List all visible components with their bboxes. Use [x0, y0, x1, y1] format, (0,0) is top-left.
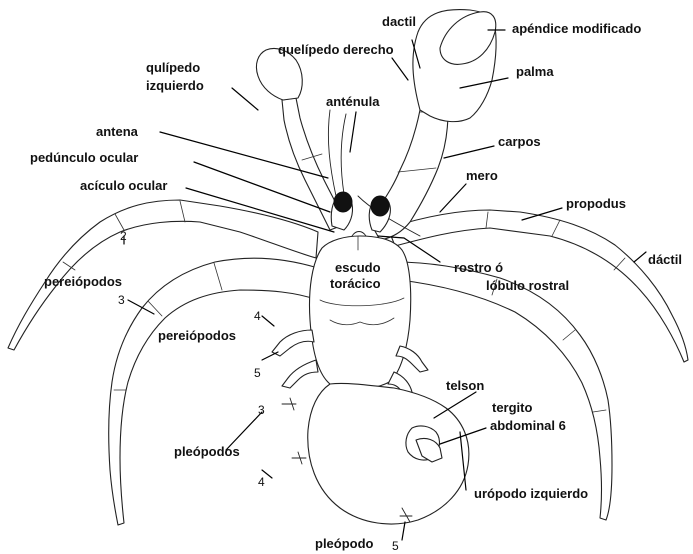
label-antenula: anténula — [326, 94, 380, 109]
leader-dactil-right — [634, 252, 646, 262]
label-pereiopodos-mid: pereiópodos — [158, 328, 236, 343]
leader-5-bottom — [402, 522, 405, 540]
label-quelipedo-izquierdo-1: qulípedo — [146, 60, 200, 75]
label-lobulo-rostral: lóbulo rostral — [486, 278, 569, 293]
leader-4-mid — [262, 316, 274, 326]
leader-mero — [440, 184, 466, 212]
label-dactil-right: dáctil — [648, 252, 682, 267]
leader-quelipedo-izquierdo — [232, 88, 258, 110]
label-num-5-mid: 5 — [254, 366, 261, 380]
abdomen — [308, 383, 469, 524]
label-propodus: propodus — [566, 196, 626, 211]
label-pleopodo: pleópodo — [315, 536, 374, 551]
leader-quelipedo-derecho — [392, 58, 408, 80]
label-pedunculo-ocular: pedúnculo ocular — [30, 150, 138, 165]
label-num-2: 2 — [120, 229, 127, 243]
label-rostro: rostro ó — [454, 260, 503, 275]
label-num-3-left: 3 — [118, 293, 125, 307]
leader-antenula — [350, 112, 356, 152]
label-mero: mero — [466, 168, 498, 183]
label-num-4-pleo: 4 — [258, 475, 265, 489]
label-dactil-top: dactil — [382, 14, 416, 29]
label-aciculo-ocular: acículo ocular — [80, 178, 167, 193]
right-eye — [371, 196, 389, 216]
label-carpos: carpos — [498, 134, 541, 149]
label-quelipedo-derecho: quelípedo derecho — [278, 42, 394, 57]
label-pereiopodos-left: pereiópodos — [44, 274, 122, 289]
label-apendice-modificado: apéndice modificado — [512, 21, 641, 36]
label-quelipedo-izquierdo-2: izquierdo — [146, 78, 204, 93]
label-uropodo-izquierdo: urópodo izquierdo — [474, 486, 588, 501]
label-tergito: tergito — [492, 400, 533, 415]
label-num-3-pleo: 3 — [258, 403, 265, 417]
label-toracico: torácico — [330, 276, 381, 291]
label-num-5-bottom: 5 — [392, 539, 399, 553]
left-eye — [334, 192, 352, 212]
leader-carpos — [444, 146, 494, 158]
label-telson: telson — [446, 378, 484, 393]
label-tergito-abdominal-6: abdominal 6 — [490, 418, 566, 433]
label-palma: palma — [516, 64, 554, 79]
carapace — [310, 236, 411, 389]
label-antena: antena — [96, 124, 139, 139]
left-walking-legs — [8, 200, 318, 525]
label-pleopodos: pleópodos — [174, 444, 240, 459]
leader-5-mid — [262, 352, 278, 360]
label-escudo: escudo — [335, 260, 381, 275]
left-cheliped — [256, 48, 346, 230]
label-num-4-mid: 4 — [254, 309, 261, 323]
